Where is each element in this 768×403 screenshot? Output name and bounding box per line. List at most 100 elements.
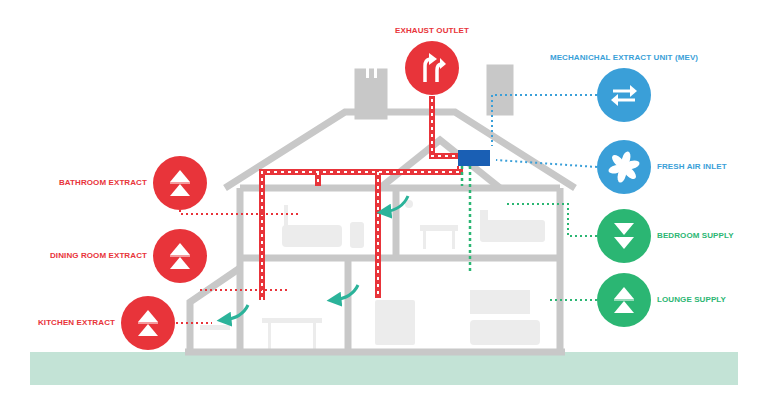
leader-line	[180, 210, 300, 214]
leader-line	[496, 160, 597, 167]
house-outline	[240, 255, 560, 262]
furniture	[262, 318, 322, 323]
extract-duct	[262, 166, 460, 300]
icon-glyph	[614, 223, 634, 249]
icon-circle	[153, 156, 207, 210]
icon-glyph	[425, 53, 446, 82]
icon-part	[614, 300, 634, 301]
icon-part	[614, 223, 634, 235]
icon-circle	[153, 229, 207, 283]
furniture	[282, 225, 342, 247]
node-label: KITCHEN EXTRACT	[38, 319, 115, 328]
icon-part	[440, 58, 446, 69]
airflow-arrow	[334, 285, 358, 300]
chimney-pots	[366, 66, 377, 78]
furniture	[452, 231, 455, 249]
icon-part	[614, 301, 634, 313]
icon-circle-node: LOUNGE SUPPLY	[597, 273, 726, 327]
icon-circle	[597, 209, 651, 263]
circle-fill	[153, 229, 207, 283]
furniture	[480, 210, 488, 224]
circle-fill	[597, 68, 651, 122]
furniture	[423, 231, 426, 249]
circle-fill	[597, 273, 651, 327]
node-label: FRESH AIR INLET	[657, 163, 727, 172]
furniture	[470, 290, 530, 314]
house-outline	[345, 258, 352, 352]
furniture	[268, 323, 271, 349]
house-outline	[185, 68, 575, 352]
house-outline	[557, 188, 564, 352]
node-label: DINING ROOM EXTRACT	[50, 252, 147, 261]
icon-part	[611, 94, 618, 106]
circle-fill	[597, 140, 651, 194]
furniture	[313, 323, 316, 349]
icon-part	[170, 256, 190, 257]
icon-part	[614, 237, 634, 249]
icon-part	[630, 85, 637, 97]
house-outline	[240, 185, 560, 192]
chimney-pots	[374, 66, 377, 78]
circle-fill	[597, 209, 651, 263]
icon-part	[138, 323, 158, 324]
extract-duct	[262, 96, 462, 300]
supply-duct	[462, 166, 470, 272]
node-label: LOUNGE SUPPLY	[657, 296, 726, 305]
supply-duct	[469, 166, 472, 272]
icon-circle-node: BEDROOM SUPPLY	[597, 209, 734, 263]
extract-duct	[262, 96, 462, 300]
leader-line	[492, 95, 597, 146]
icon-part	[170, 184, 190, 196]
icon-circle	[597, 140, 651, 194]
icon-circle	[597, 68, 651, 122]
icon-glyph	[608, 151, 641, 184]
circle-fill	[121, 296, 175, 350]
icon-part	[170, 183, 190, 184]
node-label: EXHAUST OUTLET	[395, 27, 469, 36]
icon-part	[429, 53, 437, 65]
ground-band	[30, 352, 738, 385]
icon-circle-node: KITCHEN EXTRACT	[38, 296, 175, 350]
icon-glyph	[170, 170, 190, 196]
furniture	[420, 225, 458, 231]
icon-circle-node: MECHANICHAL EXTRACT UNIT (MEV)	[550, 54, 698, 122]
icon-glyph	[138, 310, 158, 336]
furniture	[284, 205, 288, 227]
furniture	[200, 325, 230, 330]
house-outline	[190, 268, 240, 352]
icon-glyph	[614, 287, 634, 313]
icon-part	[616, 99, 635, 102]
leader-line	[548, 299, 597, 301]
icon-circle-node: EXHAUST OUTLET	[395, 27, 469, 95]
icon-part	[170, 257, 190, 269]
node-label: BATHROOM EXTRACT	[59, 179, 147, 188]
supply-duct	[461, 166, 464, 186]
icon-glyph	[170, 243, 190, 269]
icon-part	[614, 287, 634, 299]
furniture	[350, 222, 364, 248]
node-label: BEDROOM SUPPLY	[657, 232, 734, 241]
icon-glyph	[611, 85, 637, 106]
icon-part	[170, 243, 190, 255]
icon-part	[621, 164, 627, 170]
circle-fill	[405, 41, 459, 95]
chimney-pots	[366, 66, 369, 78]
leader-line	[176, 95, 597, 323]
icon-part	[170, 170, 190, 182]
extract-duct	[432, 96, 462, 156]
icon-part	[610, 153, 627, 170]
icon-part	[613, 90, 632, 93]
icon-part	[138, 310, 158, 322]
mev-unit	[458, 150, 490, 166]
furniture	[200, 200, 545, 349]
icon-circle-node: BATHROOM EXTRACT	[59, 156, 207, 210]
icon-circle	[121, 296, 175, 350]
node-label: MECHANICHAL EXTRACT UNIT (MEV)	[550, 54, 698, 63]
furniture	[470, 320, 540, 345]
icon-circle-node: FRESH AIR INLET	[597, 140, 727, 194]
icon-circle-node: DINING ROOM EXTRACT	[50, 229, 207, 283]
leader-line	[505, 204, 597, 236]
leader-line	[200, 289, 290, 291]
furniture	[480, 220, 545, 242]
house-outline	[393, 188, 400, 258]
